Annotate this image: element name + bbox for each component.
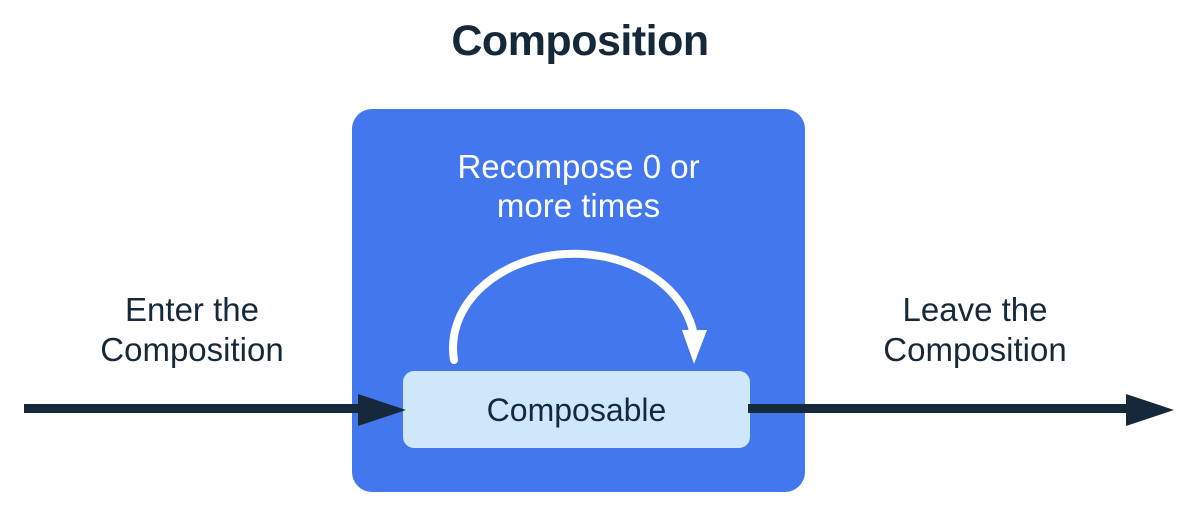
page-title: Composition	[451, 17, 709, 65]
loop-arrow-icon	[449, 249, 707, 364]
composable-node: Composable	[403, 371, 750, 448]
enter-composition-label: Enter the Composition	[100, 291, 284, 368]
leave-composition-label: Leave the Composition	[883, 291, 1067, 368]
recompose-caption: Recompose 0 or more times	[457, 148, 700, 224]
arrow-right-icon-enter	[24, 394, 406, 426]
arrow-right-icon-leave	[748, 394, 1174, 426]
composable-label: Composable	[486, 391, 667, 428]
